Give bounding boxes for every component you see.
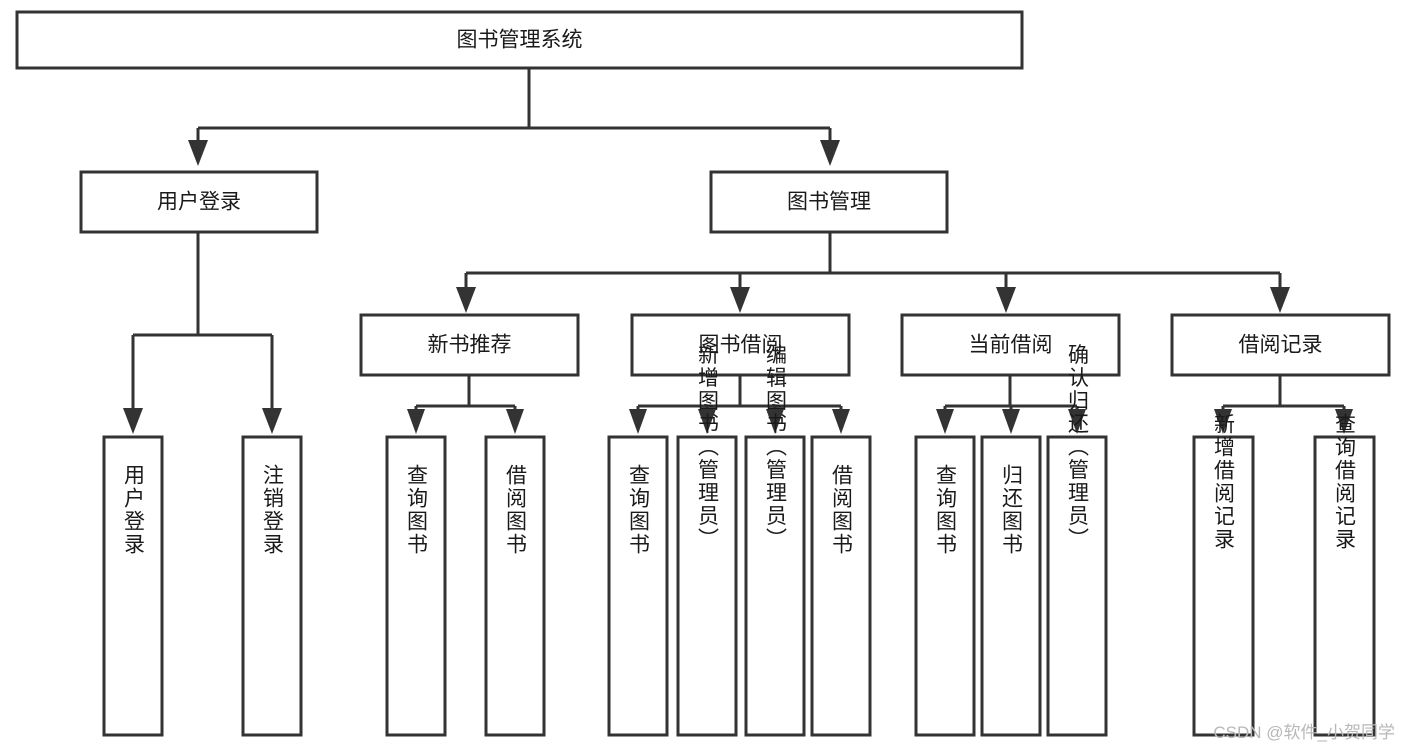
connector-group-book-manage	[456, 232, 1290, 313]
connector-group-borrow-record	[1214, 375, 1353, 434]
arrow-head-icon	[936, 409, 954, 434]
arrow-head-icon	[820, 140, 840, 166]
arrow-head-icon	[456, 287, 476, 313]
node-leaf-query-book[interactable]: 查询图书	[607, 435, 669, 737]
node-leaf-query-book-rec-label: 查询图书	[405, 464, 429, 556]
arrow-head-icon	[407, 409, 425, 434]
node-book-manage-box[interactable]	[709, 170, 949, 234]
node-book-manage[interactable]: 图书管理	[709, 170, 949, 234]
arrow-head-icon	[832, 409, 850, 434]
node-leaf-add-record[interactable]: 新增借阅记录	[1192, 413, 1255, 737]
arrow-head-icon	[1270, 287, 1290, 313]
connector-group-book-borrow	[629, 375, 850, 434]
node-root[interactable]: 图书管理系统	[15, 10, 1024, 70]
node-leaf-borrow-book[interactable]: 借阅图书	[810, 435, 872, 737]
arrow-head-icon	[1002, 409, 1020, 434]
node-leaf-query-book-cur-box[interactable]	[914, 435, 976, 737]
node-leaf-query-record-box[interactable]	[1313, 435, 1376, 737]
arrow-head-icon	[1068, 409, 1086, 434]
node-root-box[interactable]	[15, 10, 1024, 70]
node-borrow-record[interactable]: 借阅记录	[1170, 313, 1391, 377]
node-root-label: 图书管理系统	[457, 29, 583, 52]
node-leaf-query-book-rec[interactable]: 查询图书	[385, 435, 447, 737]
connector-group-user-login	[123, 232, 282, 434]
node-leaf-logout-label: 注销登录	[261, 464, 285, 556]
node-leaf-borrow-book-rec[interactable]: 借阅图书	[484, 435, 546, 737]
node-leaf-confirm-return-label: 确认归还（管理员）	[1066, 344, 1090, 551]
node-leaf-query-book-label: 查询图书	[627, 464, 651, 556]
node-user-login-label: 用户登录	[157, 191, 241, 214]
node-book-borrow[interactable]: 图书借阅	[630, 313, 851, 377]
node-leaf-user-login-box[interactable]	[102, 435, 164, 737]
node-leaf-return-book-box[interactable]	[980, 435, 1042, 737]
arrow-head-icon	[766, 409, 784, 434]
node-book-manage-label: 图书管理	[787, 191, 871, 214]
node-user-login-box[interactable]	[79, 170, 319, 234]
arrow-head-icon	[1214, 409, 1232, 434]
arrow-head-icon	[123, 408, 143, 434]
node-leaf-add-record-box[interactable]	[1192, 435, 1255, 737]
arrow-head-icon	[188, 140, 208, 166]
node-new-book-rec[interactable]: 新书推荐	[359, 313, 580, 377]
node-leaf-query-book-rec-box[interactable]	[385, 435, 447, 737]
connector-group-root	[188, 68, 840, 166]
node-leaf-return-book[interactable]: 归还图书	[980, 435, 1042, 737]
node-leaf-query-record[interactable]: 查询借阅记录	[1313, 413, 1376, 737]
node-leaf-borrow-book-box[interactable]	[810, 435, 872, 737]
arrow-head-icon	[730, 287, 750, 313]
node-borrow-record-label: 借阅记录	[1239, 334, 1323, 357]
node-leaf-edit-book-box[interactable]	[744, 435, 806, 737]
node-leaf-confirm-return-box[interactable]	[1046, 435, 1108, 737]
node-leaf-user-login-label: 用户登录	[122, 464, 146, 556]
node-current-borrow-label: 当前借阅	[969, 334, 1053, 357]
node-leaf-edit-book[interactable]: 编辑图书（管理员）	[744, 344, 806, 737]
node-book-borrow-label: 图书借阅	[699, 334, 783, 357]
node-current-borrow[interactable]: 当前借阅	[900, 313, 1121, 377]
node-borrow-record-box[interactable]	[1170, 313, 1391, 377]
node-leaf-add-record-label: 新增借阅记录	[1212, 413, 1236, 551]
node-leaf-edit-book-label: 编辑图书（管理员）	[764, 344, 788, 551]
arrow-head-icon	[698, 409, 716, 434]
node-leaf-user-login[interactable]: 用户登录	[102, 435, 164, 737]
node-current-borrow-box[interactable]	[900, 313, 1121, 377]
node-leaf-logout-box[interactable]	[241, 435, 303, 737]
node-leaf-add-book-label: 新增图书（管理员）	[696, 344, 720, 551]
node-leaf-logout[interactable]: 注销登录	[241, 435, 303, 737]
arrow-head-icon	[506, 409, 524, 434]
connector-group-new-book-rec	[407, 375, 524, 434]
node-leaf-borrow-book-label: 借阅图书	[830, 464, 854, 556]
node-leaf-add-book[interactable]: 新增图书（管理员）	[676, 344, 738, 737]
node-leaf-query-book-cur[interactable]: 查询图书	[914, 435, 976, 737]
node-book-borrow-box[interactable]	[630, 313, 851, 377]
connector-group-current-borrow	[936, 375, 1086, 434]
arrow-head-icon	[262, 408, 282, 434]
node-leaf-borrow-book-rec-label: 借阅图书	[504, 464, 528, 556]
node-leaf-borrow-book-rec-box[interactable]	[484, 435, 546, 737]
node-user-login[interactable]: 用户登录	[79, 170, 319, 234]
node-new-book-rec-label: 新书推荐	[428, 334, 512, 357]
node-new-book-rec-box[interactable]	[359, 313, 580, 377]
arrow-head-icon	[629, 409, 647, 434]
node-leaf-return-book-label: 归还图书	[1000, 464, 1024, 556]
node-leaf-query-book-cur-label: 查询图书	[934, 464, 958, 556]
node-leaf-add-book-box[interactable]	[676, 435, 738, 737]
arrow-head-icon	[1335, 409, 1353, 434]
arrow-head-icon	[996, 287, 1016, 313]
node-leaf-query-record-label: 查询借阅记录	[1333, 413, 1357, 551]
node-leaf-query-book-box[interactable]	[607, 435, 669, 737]
node-leaf-confirm-return[interactable]: 确认归还（管理员）	[1046, 344, 1108, 737]
csdn-watermark: CSDN @软件_小贺同学	[1213, 723, 1395, 742]
